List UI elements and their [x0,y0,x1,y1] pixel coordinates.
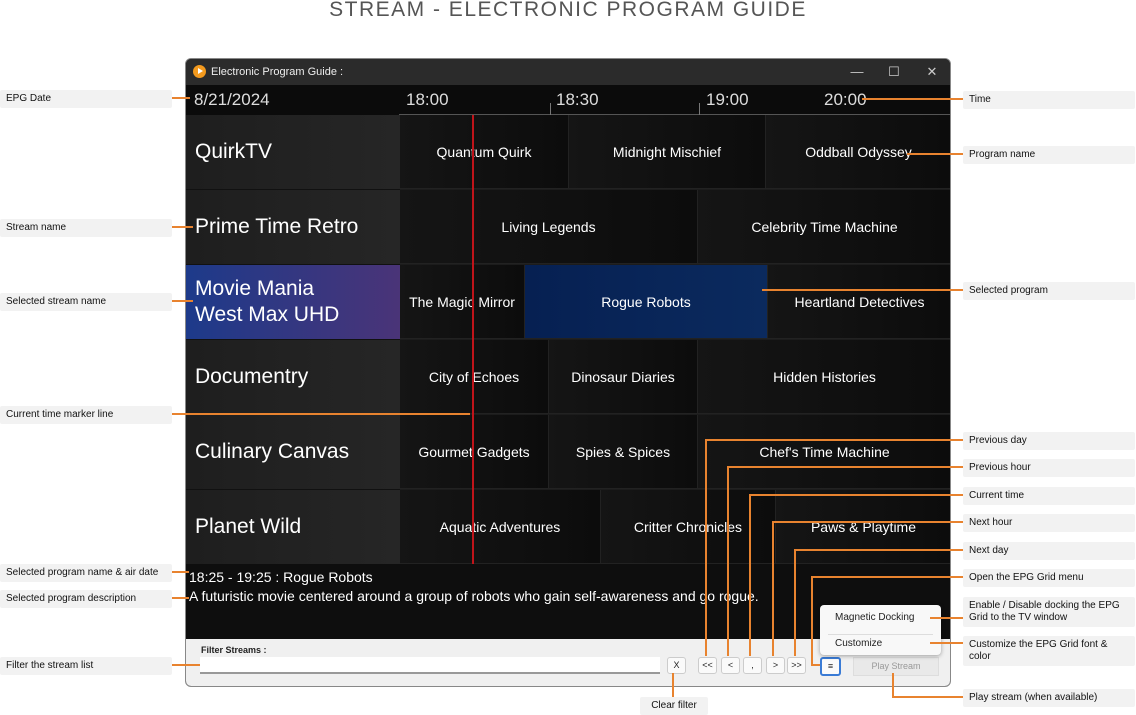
program-cell[interactable]: Living Legends [400,190,698,264]
current-time-marker [472,115,474,564]
previous-day-button[interactable]: << [698,657,717,674]
program-cell[interactable]: Paws & Playtime [776,490,950,564]
stream-quirktv[interactable]: QuirkTV [186,115,400,190]
time-header: 8/21/2024 18:00 18:30 19:00 20:00 [186,85,950,115]
annotation-previous-hour: Previous hour [963,459,1135,477]
filter-label: Filter Streams : [201,645,267,655]
stream-planet-wild[interactable]: Planet Wild [186,490,400,565]
app-logo-icon [193,65,206,78]
play-stream-button[interactable]: Play Stream [853,657,939,676]
annotation-program-title: Selected program name & air date [0,564,172,582]
menu-icon[interactable]: ≡ [820,657,841,676]
stream-name-line1: Movie Mania [195,277,315,300]
program-cell[interactable]: Gourmet Gadgets [400,415,549,489]
annotation-program-description: Selected program description [0,590,172,608]
stream-prime-time-retro[interactable]: Prime Time Retro [186,190,400,265]
program-cell[interactable]: Hidden Histories [698,340,950,414]
time-label: 18:30 [556,90,599,109]
program-cell[interactable]: Oddball Odyssey [766,115,950,189]
time-label: 18:00 [406,90,449,109]
program-cell[interactable]: Dinosaur Diaries [549,340,698,414]
program-cell[interactable]: Heartland Detectives [768,265,950,339]
annotation-menu: Open the EPG Grid menu [963,569,1135,587]
stream-name-line2: West Max UHD [195,303,340,326]
epg-grid-menu: Magnetic Docking Customize [820,605,941,655]
selected-program-description: A futuristic movie centered around a gro… [189,588,759,604]
next-day-button[interactable]: >> [787,657,806,674]
menu-separator [828,634,933,635]
stream-name: QuirkTV [195,140,273,163]
maximize-button[interactable]: ☐ [888,64,900,79]
program-cell[interactable]: Midnight Mischief [569,115,766,189]
program-cell[interactable]: Quantum Quirk [400,115,569,189]
stream-name: Prime Time Retro [195,215,359,238]
previous-hour-button[interactable]: < [721,657,740,674]
annotation-clear-filter: Clear filter [640,697,708,715]
annotation-time-marker: Current time marker line [0,406,172,424]
time-tick [699,103,700,115]
program-cell[interactable]: Critter Chronicles [601,490,776,564]
page-title: STREAM - ELECTRONIC PROGRAM GUIDE [329,0,807,21]
annotation-program-name: Program name [963,146,1135,164]
program-cell[interactable]: Chef's Time Machine [698,415,950,489]
epg-date: 8/21/2024 [194,90,270,109]
stream-documentry[interactable]: Documentry [186,340,400,415]
annotation-play-stream: Play stream (when available) [963,689,1135,707]
program-cell[interactable]: City of Echoes [400,340,549,414]
current-time-button[interactable]: , [743,657,762,674]
selected-program-title: 18:25 - 19:25 : Rogue Robots [189,569,373,585]
program-cell[interactable]: Celebrity Time Machine [698,190,950,264]
annotation-selected-program: Selected program [963,282,1135,300]
time-axis-line [399,114,950,115]
minimize-button[interactable]: — [850,64,864,79]
program-cell-selected[interactable]: Rogue Robots [525,265,768,339]
annotation-next-hour: Next hour [963,514,1135,532]
annotation-epg-date: EPG Date [0,90,172,108]
time-label: 20:00 [824,90,867,109]
time-tick [550,103,551,115]
stream-name: Documentry [195,365,309,388]
epg-window: Electronic Program Guide : — ☐ ✕ 8/21/20… [185,58,951,687]
filter-streams-input[interactable] [200,657,660,674]
menu-item-customize[interactable]: Customize [835,638,883,649]
annotation-docking: Enable / Disable docking the EPG Grid to… [963,597,1135,627]
annotation-next-day: Next day [963,542,1135,560]
annotation-previous-day: Previous day [963,432,1135,450]
clear-filter-button[interactable]: X [667,657,686,674]
title-bar: Electronic Program Guide : — ☐ ✕ [186,59,950,85]
window-title: Electronic Program Guide : [211,66,344,78]
close-button[interactable]: ✕ [926,64,938,79]
program-cell[interactable]: The Magic Mirror [400,265,525,339]
stream-name: Culinary Canvas [195,440,350,463]
next-hour-button[interactable]: > [766,657,785,674]
annotation-current-time: Current time [963,487,1135,505]
program-cell[interactable]: Spies & Spices [549,415,698,489]
stream-name: Planet Wild [195,515,302,538]
menu-item-magnetic-docking[interactable]: Magnetic Docking [835,612,915,623]
annotation-stream-name: Stream name [0,219,172,237]
annotation-selected-stream: Selected stream name [0,293,172,311]
stream-culinary-canvas[interactable]: Culinary Canvas [186,415,400,490]
annotation-time: Time [963,91,1135,109]
time-label: 19:00 [706,90,749,109]
program-cell[interactable]: Aquatic Adventures [400,490,601,564]
annotation-filter: Filter the stream list [0,657,172,675]
annotation-customize: Customize the EPG Grid font & color [963,636,1135,666]
